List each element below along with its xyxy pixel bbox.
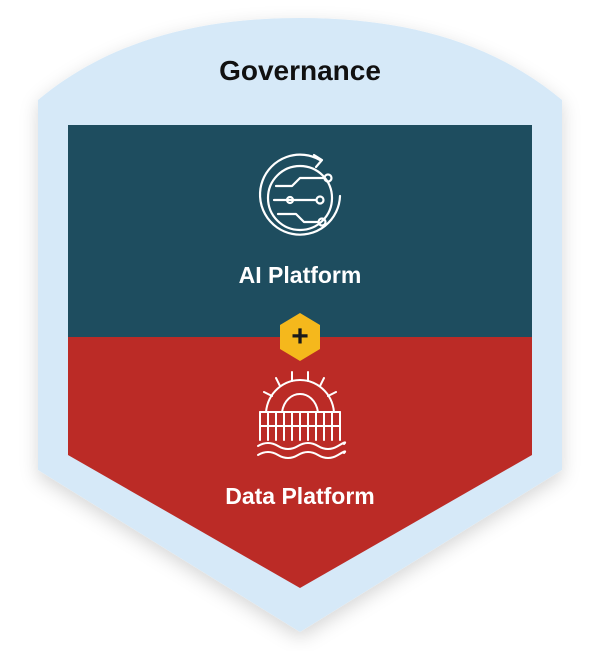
data-platform-block [68, 337, 532, 588]
ai-platform-label: AI Platform [239, 262, 362, 288]
plus-icon: + [291, 320, 309, 353]
circuit-cycle-icon [258, 153, 342, 236]
gear-bridge-waves-icon [257, 371, 347, 459]
governance-title: Governance [219, 55, 381, 86]
data-platform-label: Data Platform [225, 483, 375, 509]
connector-badge: + [280, 313, 320, 361]
